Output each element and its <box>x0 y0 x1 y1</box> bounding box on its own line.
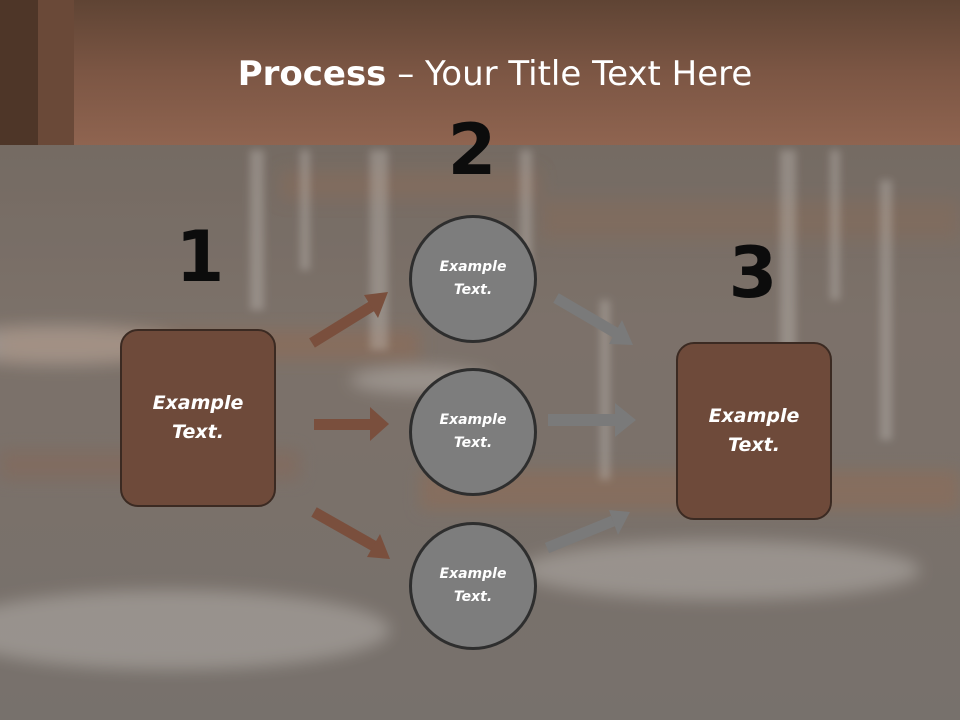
slide-title-bold: Process <box>237 54 387 94</box>
step-number-2: 2 <box>447 109 497 191</box>
process-circle-top: Example Text. <box>409 215 537 343</box>
process-box-start-text: Example Text. <box>152 392 244 443</box>
slide-title-rest: – Your Title Text Here <box>386 54 753 94</box>
header-accent-dark <box>0 0 38 145</box>
arrow-from-circle-top <box>553 293 633 345</box>
process-circle-middle: Example Text. <box>409 368 537 496</box>
arrow-from-circle-bottom <box>544 510 630 554</box>
process-circle-bottom: Example Text. <box>409 522 537 650</box>
header-accent-light <box>38 0 74 145</box>
arrow-to-circle-bottom <box>311 507 390 559</box>
process-box-start: Example Text. <box>120 329 276 507</box>
process-circle-top-text: Example Text. <box>439 259 507 298</box>
step-number-1: 1 <box>175 216 225 298</box>
arrow-to-circle-middle <box>314 407 389 441</box>
process-circle-middle-text: Example Text. <box>439 412 507 451</box>
step-number-3: 3 <box>728 232 778 314</box>
process-box-end: Example Text. <box>676 342 832 520</box>
arrow-from-circle-middle <box>548 403 636 437</box>
title-bar: Process – Your Title Text Here <box>0 0 960 145</box>
process-circle-bottom-text: Example Text. <box>439 566 507 605</box>
slide-title: Process – Your Title Text Here <box>0 52 960 96</box>
process-box-end-text: Example Text. <box>708 405 800 456</box>
arrow-to-circle-top <box>309 292 388 348</box>
